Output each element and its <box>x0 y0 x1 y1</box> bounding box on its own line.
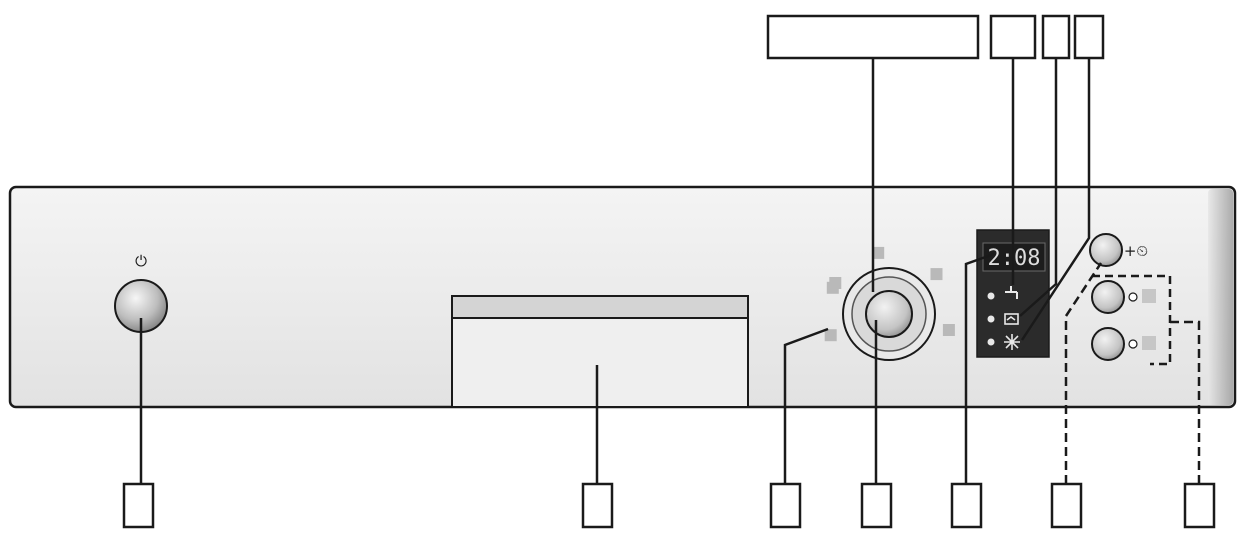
indicator-lamp-water <box>987 292 995 300</box>
callout-box-program-selector <box>766 14 980 60</box>
option-button-2[interactable] <box>1091 327 1125 361</box>
panel-right-edge <box>1208 189 1233 405</box>
program-marker-4 <box>942 324 955 336</box>
program-marker-5 <box>824 329 837 342</box>
water-tap-icon <box>1005 286 1018 299</box>
door-handle-lip <box>451 295 749 319</box>
callout-box-program-knob <box>860 482 893 529</box>
option-label-2 <box>1142 336 1156 350</box>
indicator-lamp-rinse-aid <box>987 315 995 323</box>
callout-box-program-markers <box>769 482 802 529</box>
program-marker-3 <box>930 268 943 281</box>
option-label-1 <box>1142 289 1156 303</box>
leader-lines <box>139 58 1091 484</box>
power-symbol-icon: ⏻ <box>135 252 147 270</box>
callout-box-power <box>122 482 155 529</box>
indicator-lamp-salt <box>987 338 995 346</box>
callout-box-rinse-aid-indicator <box>1041 14 1071 60</box>
callout-box-salt-indicator <box>1073 14 1105 60</box>
callout-box-option-buttons <box>1183 482 1216 529</box>
leader-program-markers <box>783 327 829 484</box>
option-button-1[interactable] <box>1091 280 1125 314</box>
option-lamp-1 <box>1128 292 1138 302</box>
option-lamp-2 <box>1128 339 1138 349</box>
callout-box-delay-start <box>1050 482 1083 529</box>
dashed-leaders <box>1064 262 1201 484</box>
callout-box-display <box>950 482 983 529</box>
rinse-aid-icon <box>1004 313 1019 325</box>
leader-display <box>964 252 995 484</box>
delay-start-button[interactable] <box>1089 233 1123 267</box>
salt-icon <box>1004 334 1020 350</box>
program-selector <box>824 246 955 361</box>
program-selector-knob[interactable] <box>865 290 913 338</box>
program-marker-2 <box>872 246 885 259</box>
leader-delay-start <box>1064 262 1103 484</box>
delay-start-symbol-icon: +⏲ <box>1124 242 1148 260</box>
program-markers <box>824 246 955 342</box>
leader-rinse-aid-indicator <box>1019 58 1058 317</box>
callout-box-water-indicator <box>989 14 1037 60</box>
callout-box-door-handle <box>581 482 614 529</box>
leader-option-buttons <box>1170 320 1201 484</box>
program-marker-6 <box>826 281 839 294</box>
option-group-bracket <box>1092 274 1172 366</box>
leader-salt-indicator <box>1020 58 1091 341</box>
